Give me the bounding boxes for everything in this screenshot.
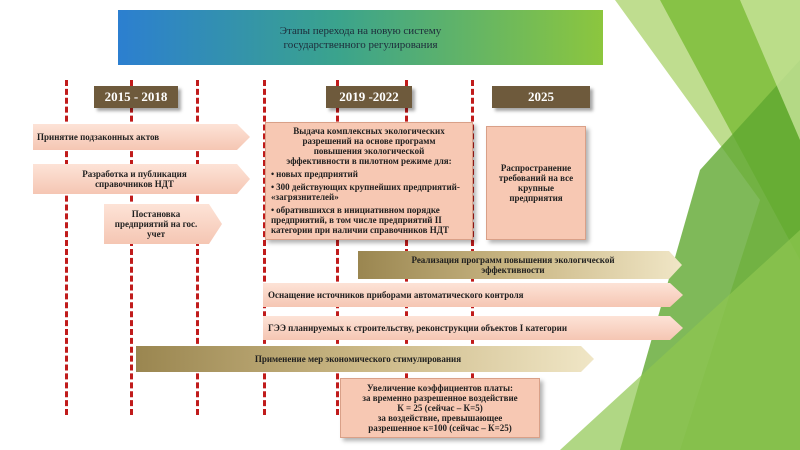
timeline-marker (471, 80, 474, 415)
title-line-1: Этапы перехода на новую систему (279, 24, 442, 37)
timeline-marker (405, 80, 408, 415)
arrow-auto-monitoring-label: Оснащение источников приборами автоматич… (268, 290, 524, 300)
arrow-economic-incentives: Применение мер экономического стимулиров… (136, 346, 594, 372)
arrow-bat-handbooks-line-2: справочников НДТ (95, 179, 174, 189)
timeline-marker (130, 80, 133, 415)
year-label-2025: 2025 (492, 86, 590, 108)
arrow-state-registration-line-2: предприятий на гос. (114, 219, 198, 229)
arrow-state-expertise-label: ГЭЭ планируемых к строительству, реконст… (268, 323, 568, 333)
arrow-bylaws: Принятие подзаконных актов (33, 124, 250, 150)
fee-line-3: К = 25 (сейчас – К=5) (397, 403, 483, 413)
arrow-bylaws-label: Принятие подзаконных актов (37, 132, 160, 142)
fee-line-2: за временно разрешенное воздействие (362, 393, 518, 403)
fee-line-5: разрешенное к=100 (сейчас – К=25) (368, 423, 512, 433)
timeline-marker (65, 80, 68, 415)
permits-bullet-item: новых предприятий (271, 169, 467, 179)
arrow-eco-programs: Реализация программ повышения экологичес… (358, 251, 682, 279)
permits-lead-line-4: эффективности в пилотном режиме для: (286, 156, 452, 166)
arrow-state-expertise: ГЭЭ планируемых к строительству, реконст… (263, 316, 683, 340)
arrow-auto-monitoring: Оснащение источников приборами автоматич… (263, 283, 683, 307)
spread-line-2: требований на все (498, 173, 574, 183)
box-spread-requirements: Распространение требований на все крупны… (486, 126, 586, 240)
permits-lead-line-1: Выдача комплексных экологических (293, 126, 445, 136)
spread-line-4: предприятия (509, 193, 563, 203)
arrow-state-registration-line-1: Постановка (131, 209, 181, 219)
arrow-state-registration: Постановка предприятий на гос. учет (104, 204, 222, 244)
fee-line-1: Увеличение коэффициентов платы: (367, 383, 513, 393)
diagram-title: Этапы перехода на новую систему государс… (118, 10, 603, 65)
box-integrated-permits: Выдача комплексных экологических разреше… (265, 122, 473, 240)
spread-line-1: Распространение (500, 163, 572, 173)
arrow-bat-handbooks: Разработка и публикация справочников НДТ (33, 164, 250, 194)
timeline-marker (196, 80, 199, 415)
permits-lead-line-3: повышения экологической (313, 146, 425, 156)
permits-bullet-item: обратившихся в инициативном порядке пред… (271, 205, 467, 235)
arrow-bat-handbooks-line-1: Разработка и публикация (82, 169, 187, 179)
timeline-marker (336, 80, 339, 415)
permits-lead-line-2: разрешений на основе программ (302, 136, 436, 146)
arrow-eco-programs-line-2: эффективности (481, 265, 545, 275)
arrow-eco-programs-line-1: Реализация программ повышения экологичес… (411, 255, 615, 265)
year-label-2015-2018: 2015 - 2018 (94, 86, 178, 108)
year-label-2019-2022: 2019 -2022 (326, 86, 412, 108)
timeline-marker (263, 80, 266, 415)
arrow-state-registration-line-3: учет (147, 229, 165, 239)
spread-line-3: крупные (518, 183, 554, 193)
permits-bullet-item: 300 действующих крупнейших предприятий- … (271, 182, 467, 202)
arrow-economic-incentives-label: Применение мер экономического стимулиров… (254, 354, 462, 364)
fee-line-4: за воздействие, превышающее (377, 413, 503, 423)
permits-bullet-list: новых предприятий 300 действующих крупне… (271, 169, 467, 235)
title-line-2: государственного регулирования (283, 38, 438, 51)
box-fee-coefficients: Увеличение коэффициентов платы: за време… (340, 378, 540, 438)
